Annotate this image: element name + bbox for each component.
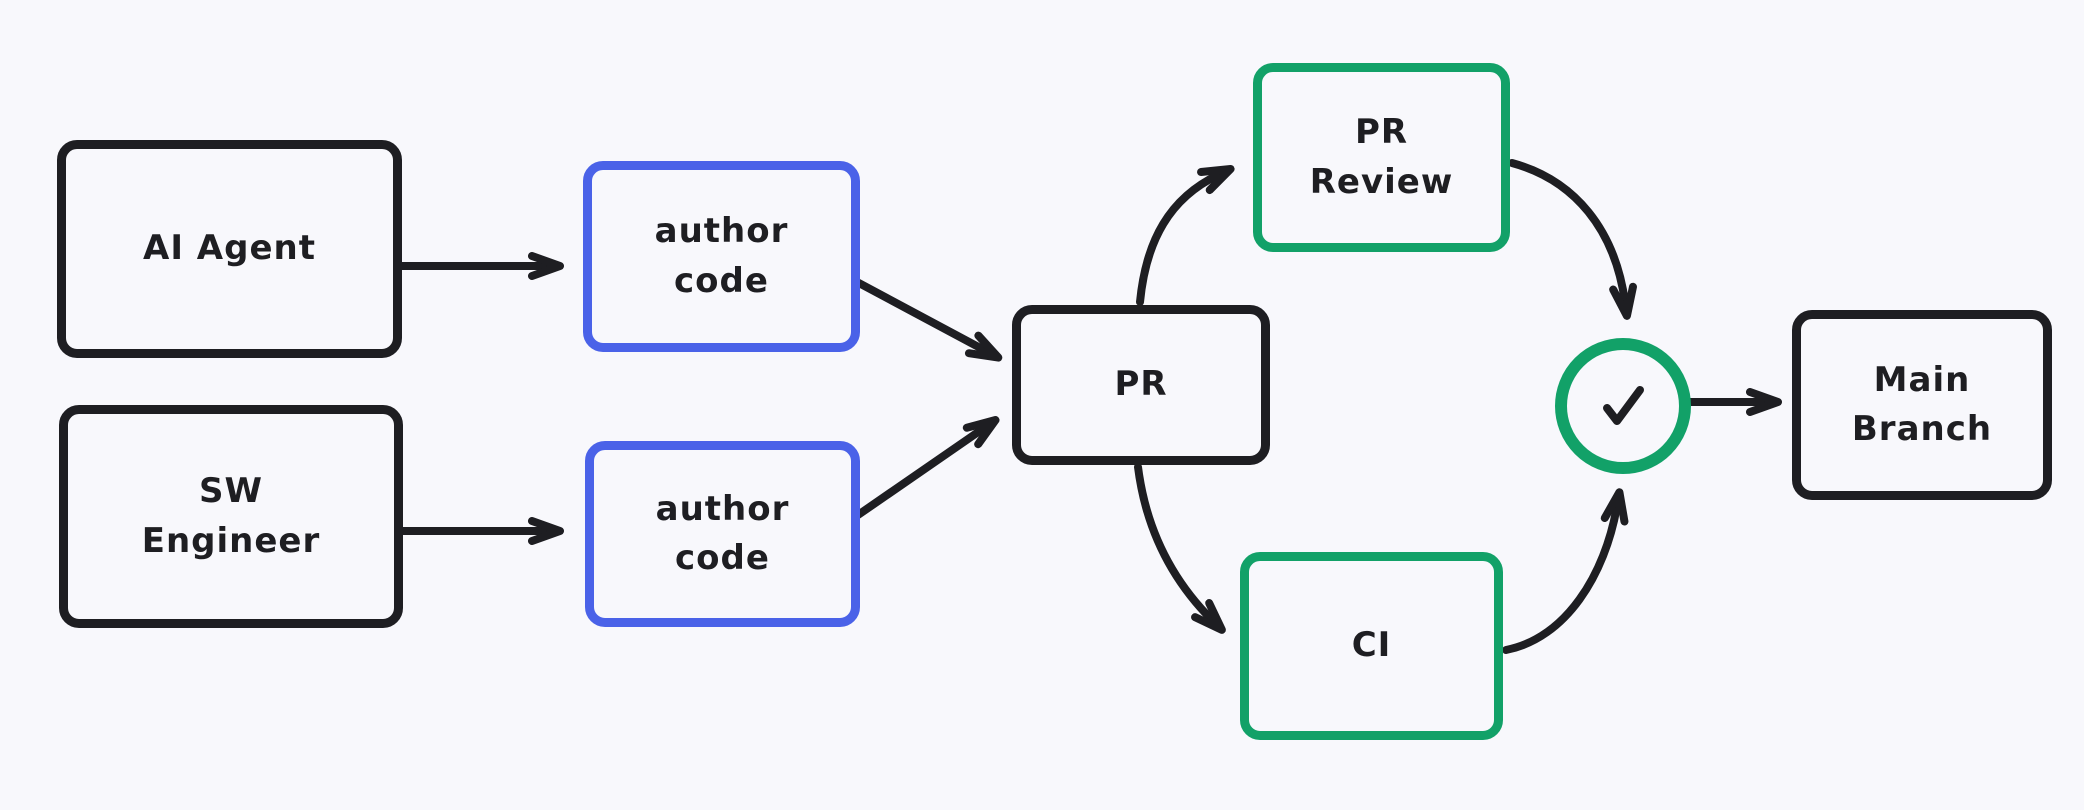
node-pr-review: PR Review	[1253, 63, 1510, 252]
node-ai-agent: AI Agent	[57, 140, 402, 358]
node-sw-engineer-label-line2: Engineer	[141, 520, 321, 561]
arrow-author-code-bottom-to-pr	[854, 416, 1000, 519]
node-author-code-top-label-line2: code	[674, 260, 769, 301]
node-main-branch: Main Branch	[1792, 310, 2052, 500]
node-sw-engineer-label-line1: SW	[199, 471, 263, 512]
arrow-pr-to-ci	[1134, 463, 1226, 634]
node-pr-label: PR	[1114, 364, 1168, 405]
arrow-ci-to-check	[1502, 488, 1629, 654]
node-author-code-bottom-label-line2: code	[675, 538, 770, 578]
check-icon	[1595, 380, 1651, 432]
node-main-branch-label-line2: Branch	[1851, 409, 1993, 449]
node-ai-agent-label: AI Agent	[143, 228, 316, 269]
node-main-branch-label-line1: Main	[1873, 359, 1971, 400]
node-author-code-top: author code	[583, 161, 860, 352]
node-pr: PR	[1012, 305, 1270, 465]
arrow-pr-to-pr-review	[1136, 164, 1235, 306]
node-author-code-bottom-label-line1: author	[655, 488, 790, 529]
node-author-code-bottom: author code	[585, 441, 860, 627]
node-author-code-top-label-line1: author	[654, 211, 789, 252]
node-ci: CI	[1240, 552, 1503, 740]
node-check-circle	[1555, 338, 1691, 474]
arrow-author-code-top-to-pr	[853, 278, 1003, 362]
arrow-pr-review-to-check	[1508, 159, 1637, 320]
node-pr-review-label-line2: Review	[1309, 161, 1454, 202]
node-pr-review-label-line1: PR	[1354, 112, 1409, 153]
node-sw-engineer: SW Engineer	[59, 405, 403, 628]
node-ci-label: CI	[1351, 625, 1392, 666]
